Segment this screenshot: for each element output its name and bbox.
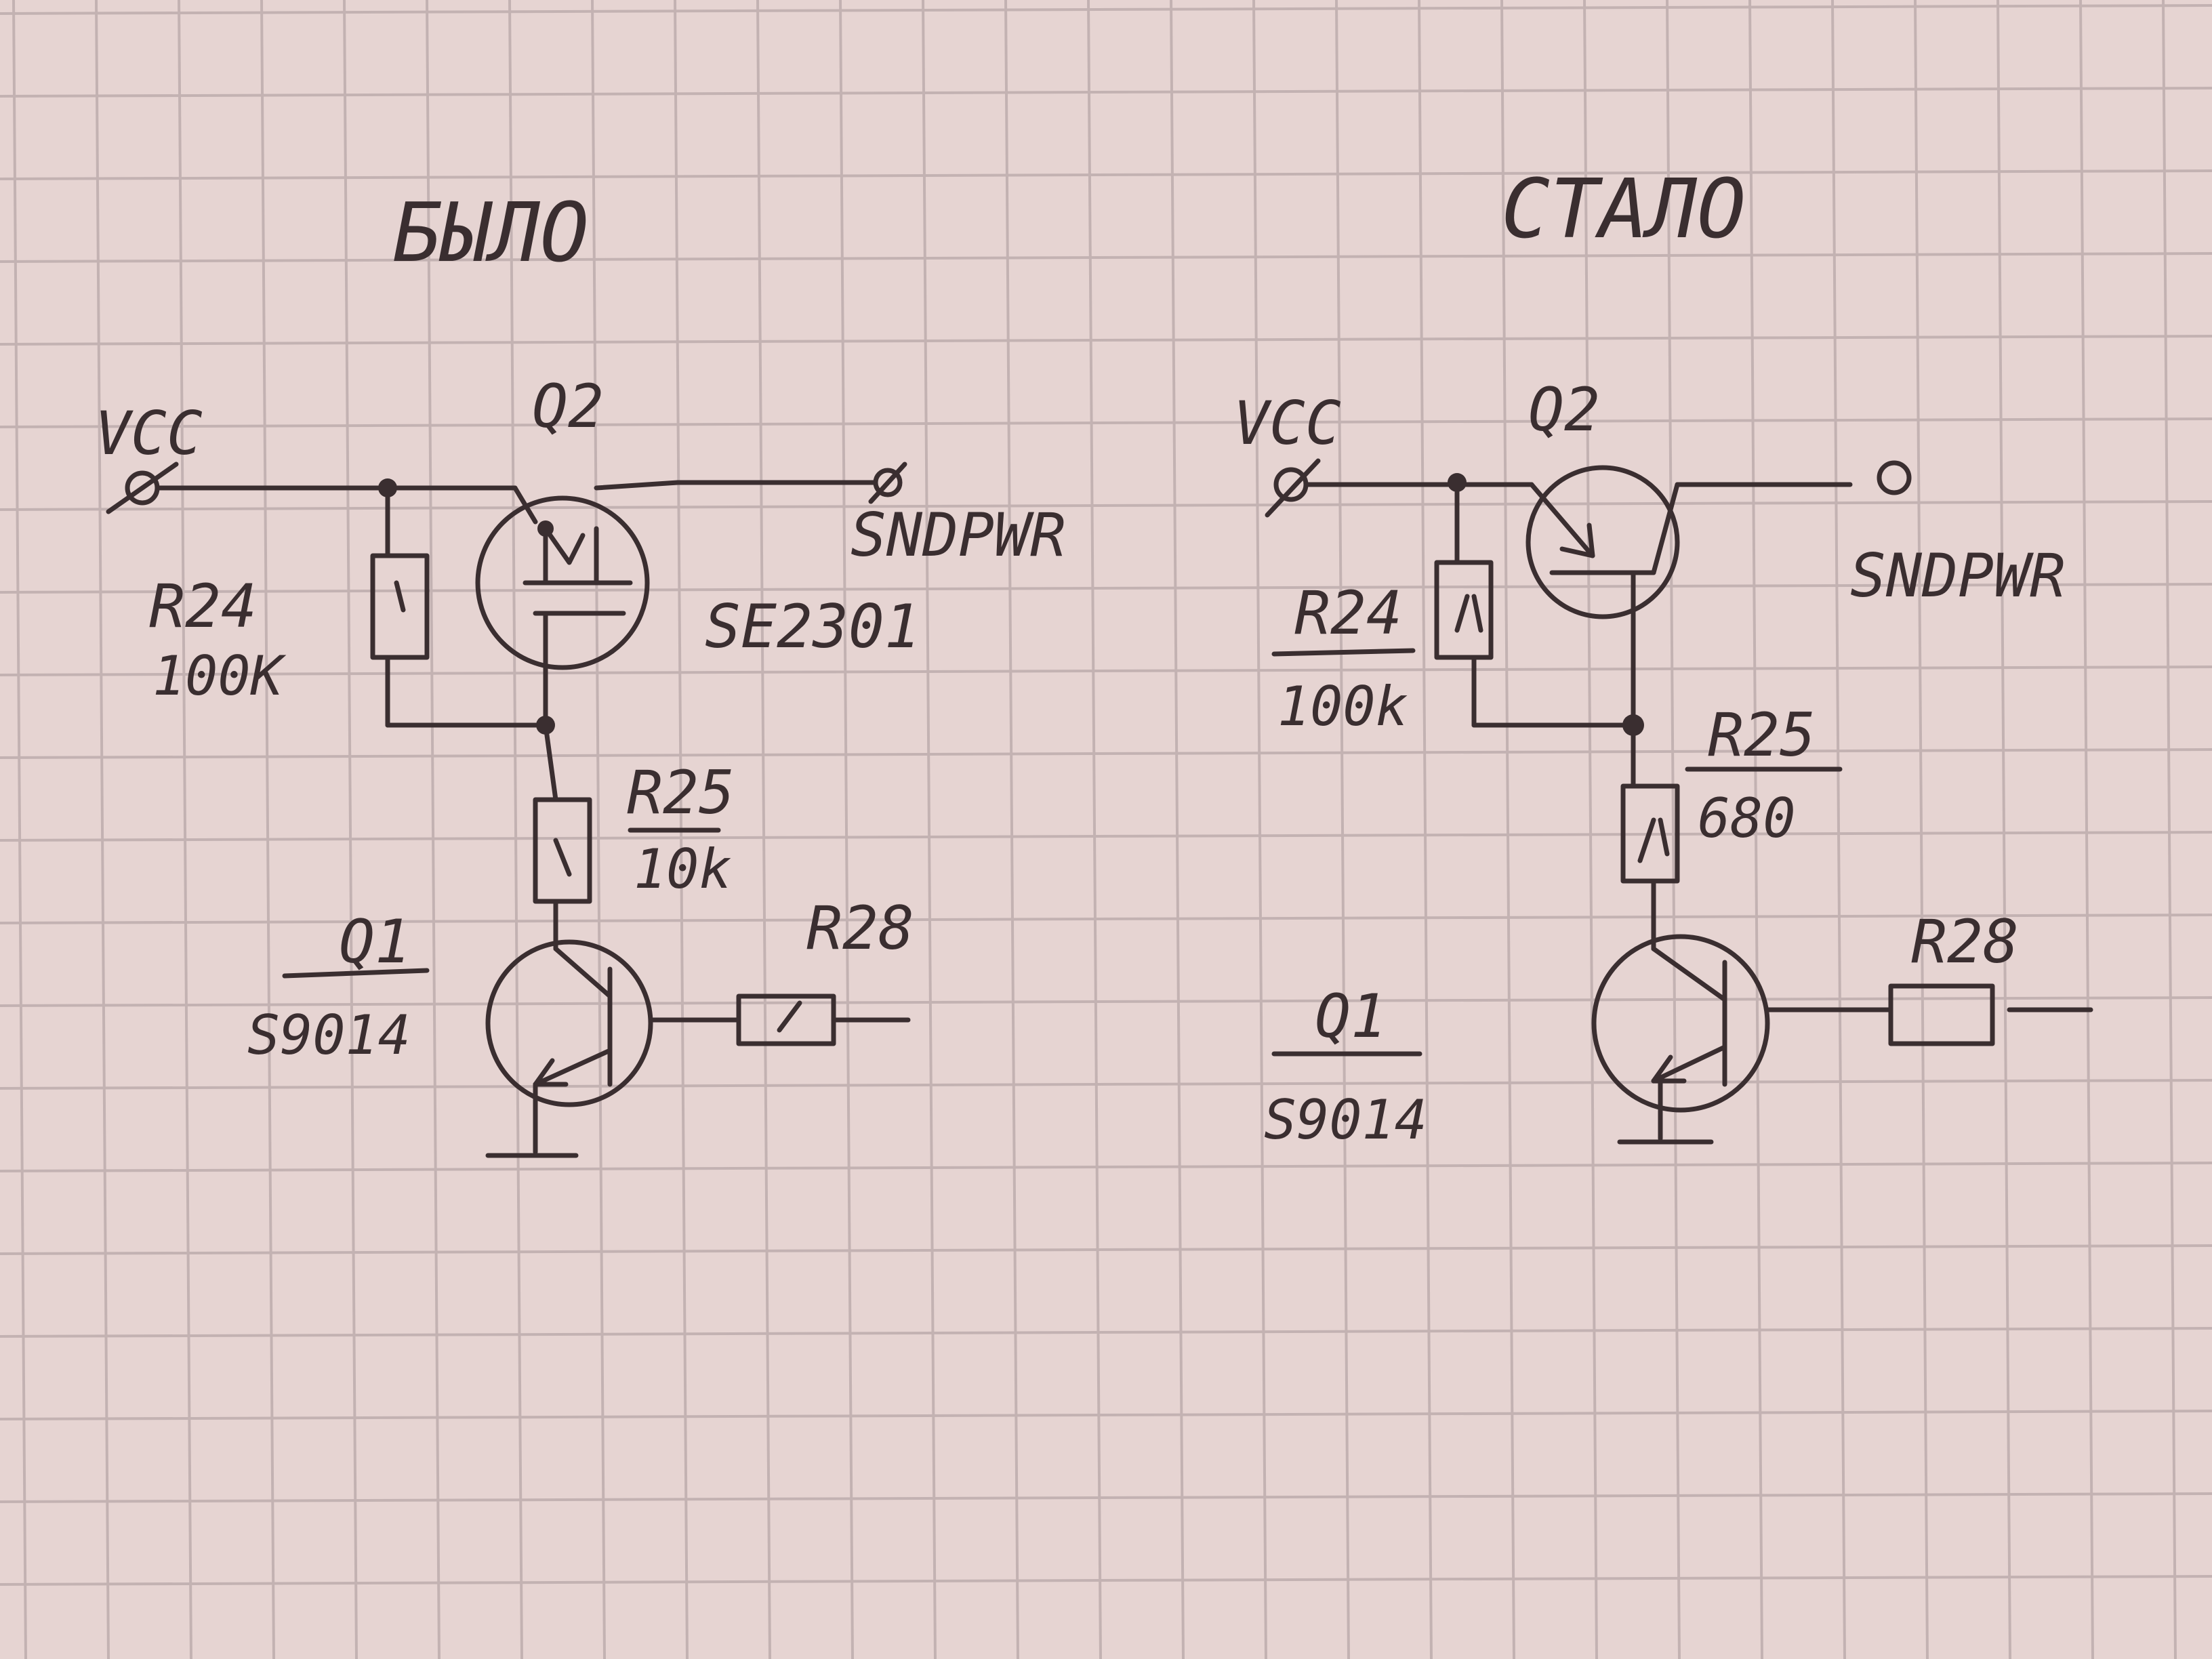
grid-line (1335, 0, 1350, 1659)
grid-line (756, 0, 771, 1659)
q2-pnp-symbol (1525, 465, 1680, 728)
q2-label-after: Q2 (1528, 375, 1600, 445)
r25-resistor-after (1620, 722, 1680, 951)
grid-line (426, 0, 441, 1659)
grid-line (0, 169, 2212, 180)
grid-line (260, 0, 275, 1659)
vcc-terminal-after (1265, 458, 1321, 518)
sndpwr-terminal-before (868, 462, 907, 504)
grid-line (0, 831, 2212, 842)
q1-label-before: Q1 (339, 907, 411, 977)
grid-line (2162, 0, 2177, 1659)
grid-line (0, 1492, 2212, 1503)
r25-resistor-before (533, 722, 592, 951)
grid-line (0, 1079, 2212, 1090)
panel-after: СТАЛО VCC Q2 SNDPWR R24 100k (1233, 163, 2093, 1151)
grid-line (922, 0, 937, 1659)
r24-value-before: 100K (152, 644, 286, 708)
grid-line (343, 0, 358, 1659)
grid-line (508, 0, 523, 1659)
grid-line (0, 1410, 2212, 1420)
value-separator (1271, 648, 1416, 657)
grid-line (1500, 0, 1515, 1659)
r28-label-before: R28 (806, 893, 914, 963)
grid-line (0, 335, 2212, 346)
vcc-label-before: VCC (95, 398, 203, 468)
grid-line (0, 1327, 2212, 1338)
grid-line (178, 0, 192, 1659)
q2-part-before: SE2301 (705, 592, 920, 661)
grid-line (1004, 0, 1019, 1659)
grid-line (12, 0, 27, 1659)
grid-line (591, 0, 606, 1659)
grid-line (839, 0, 854, 1659)
vcc-label-after: VCC (1233, 388, 1341, 458)
grid-line (1831, 0, 1846, 1659)
grid-line (2079, 0, 2094, 1659)
grid-line (0, 1244, 2212, 1255)
r24-label-after: R24 (1294, 578, 1402, 648)
grid-line (1996, 0, 2011, 1659)
q1-npn-symbol (485, 939, 741, 1158)
r24-value-after: 100k (1277, 675, 1408, 738)
r24-resistor-after (1434, 480, 1636, 728)
grid-line (0, 417, 2212, 428)
q2-pmos-symbol (475, 480, 680, 728)
sndpwr-label-before: SNDPWR (851, 500, 1066, 570)
grid-line (1087, 0, 1102, 1659)
grid-line (1666, 0, 1681, 1659)
grid-line (0, 500, 2212, 511)
grid-line (1748, 0, 1763, 1659)
panel-title-after: СТАЛО (1501, 163, 1746, 257)
grid-line (0, 583, 2212, 594)
q1-npn-symbol (1591, 934, 1893, 1145)
panel-before: БЫЛО VCC Q2 SE2301 (95, 186, 1066, 1158)
value-separator (282, 968, 430, 979)
r24-resistor-before (370, 485, 548, 728)
r25-label-after: R25 (1708, 700, 1816, 770)
r24-label-before: R24 (149, 571, 257, 641)
sndpwr-label-after: SNDPWR (1850, 541, 2066, 611)
q1-part-before: S9014 (247, 1004, 411, 1067)
grid-line (0, 4, 2212, 15)
grid-line (1170, 0, 1185, 1659)
panel-title-before: БЫЛО (393, 186, 589, 281)
grid-line (0, 748, 2212, 759)
r28-resistor-before (736, 994, 911, 1046)
grid-line (1252, 0, 1267, 1659)
grid-line (95, 0, 110, 1659)
grid-line (0, 1575, 2212, 1586)
grid-line (1418, 0, 1433, 1659)
r28-label-after: R28 (1911, 907, 2019, 977)
r25-label-before: R25 (627, 758, 735, 827)
sndpwr-terminal-after (1877, 460, 1912, 495)
grid-line (1583, 0, 1598, 1659)
grid-line (0, 665, 2212, 676)
grid-line (0, 914, 2212, 924)
grid-line (0, 1162, 2212, 1172)
r25-value-after: 680 (1698, 787, 1796, 850)
grid-line (0, 252, 2212, 263)
grid-line (0, 87, 2212, 98)
grid-line (0, 996, 2212, 1007)
q2-label-before: Q2 (532, 371, 604, 441)
q1-part-after: S9014 (1264, 1088, 1427, 1151)
r25-value-before: 10k (634, 838, 732, 901)
q1-label-after: Q1 (1315, 981, 1387, 1051)
grid-line (1914, 0, 1929, 1659)
r28-resistor-after (1888, 983, 2093, 1046)
